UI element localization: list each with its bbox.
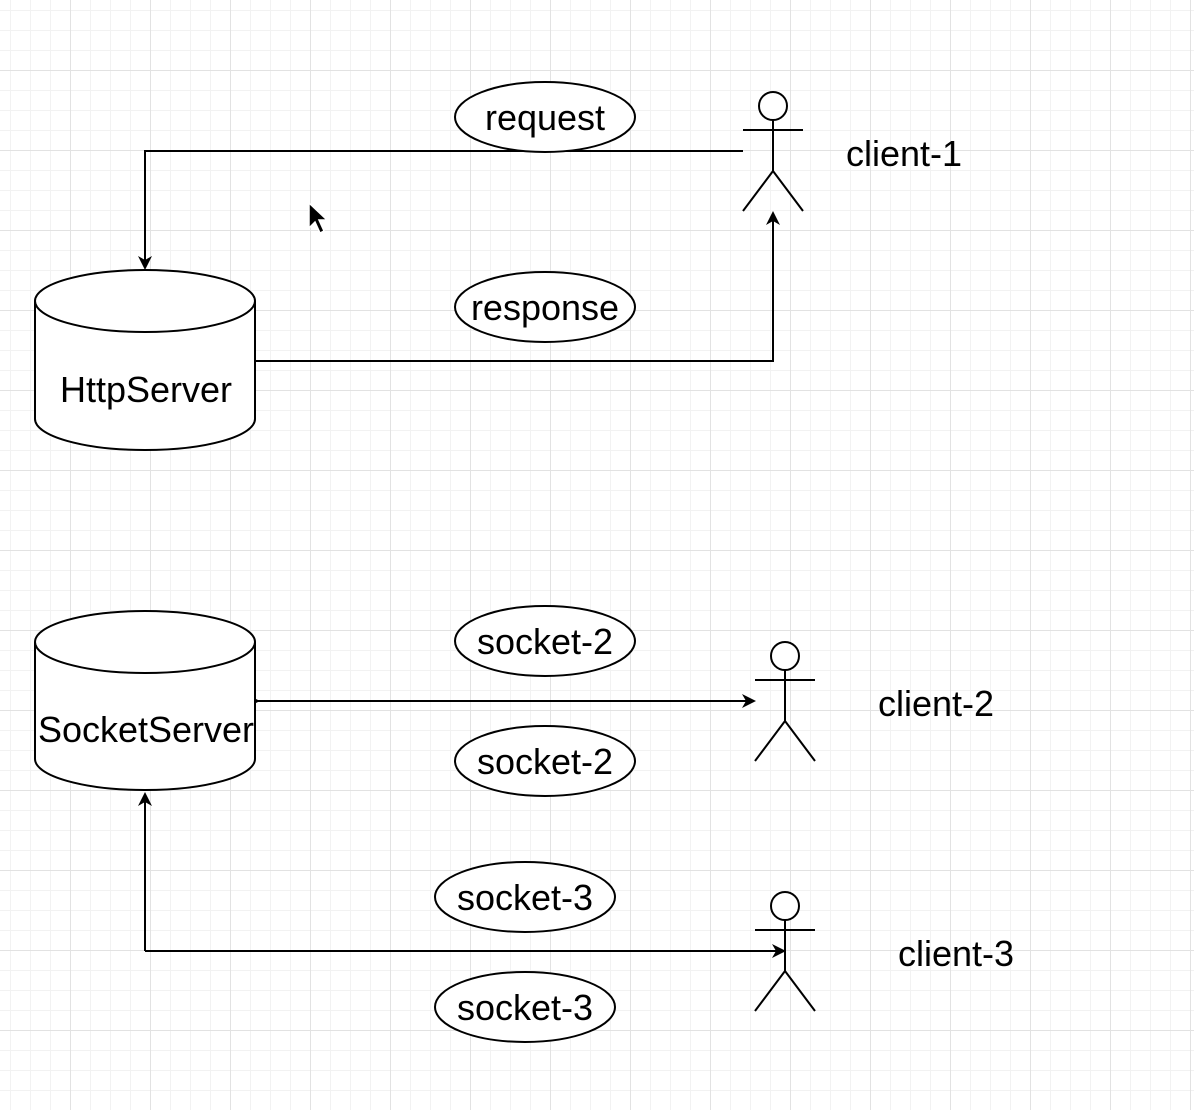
socket-2-bottom-label[interactable]: socket-2 <box>454 725 636 797</box>
socket-2-bottom-label-text: socket-2 <box>477 741 613 782</box>
mouse-cursor-icon <box>308 201 329 235</box>
socket-3-top-label-text: socket-3 <box>457 877 593 918</box>
actor-client-2-icon[interactable] <box>754 641 816 762</box>
response-label-text: response <box>471 287 619 328</box>
client-2-label: client-2 <box>878 683 994 724</box>
response-label[interactable]: response <box>454 271 636 343</box>
socket-3-top-label[interactable]: socket-3 <box>434 861 616 933</box>
actor-client-3-icon[interactable] <box>754 891 816 1012</box>
edge-request[interactable] <box>138 150 743 270</box>
socket-2-top-label[interactable]: socket-2 <box>454 605 636 677</box>
http-server-label: HttpServer <box>60 369 232 410</box>
edge-response[interactable] <box>255 211 780 362</box>
request-label-text: request <box>485 97 605 138</box>
socket-server-label: SocketServer <box>38 709 254 750</box>
http-server-node[interactable]: HttpServer <box>34 269 256 451</box>
edge-socket-3[interactable] <box>138 792 784 951</box>
client-1-label: client-1 <box>846 133 962 174</box>
socket-3-bottom-label[interactable]: socket-3 <box>434 971 616 1043</box>
socket-3-bottom-label-text: socket-3 <box>457 987 593 1028</box>
request-label[interactable]: request <box>454 81 636 153</box>
client-3-label: client-3 <box>898 933 1014 974</box>
socket-server-node[interactable]: SocketServer <box>34 610 256 791</box>
actor-client-1-icon[interactable] <box>742 91 804 212</box>
socket-2-top-label-text: socket-2 <box>477 621 613 662</box>
